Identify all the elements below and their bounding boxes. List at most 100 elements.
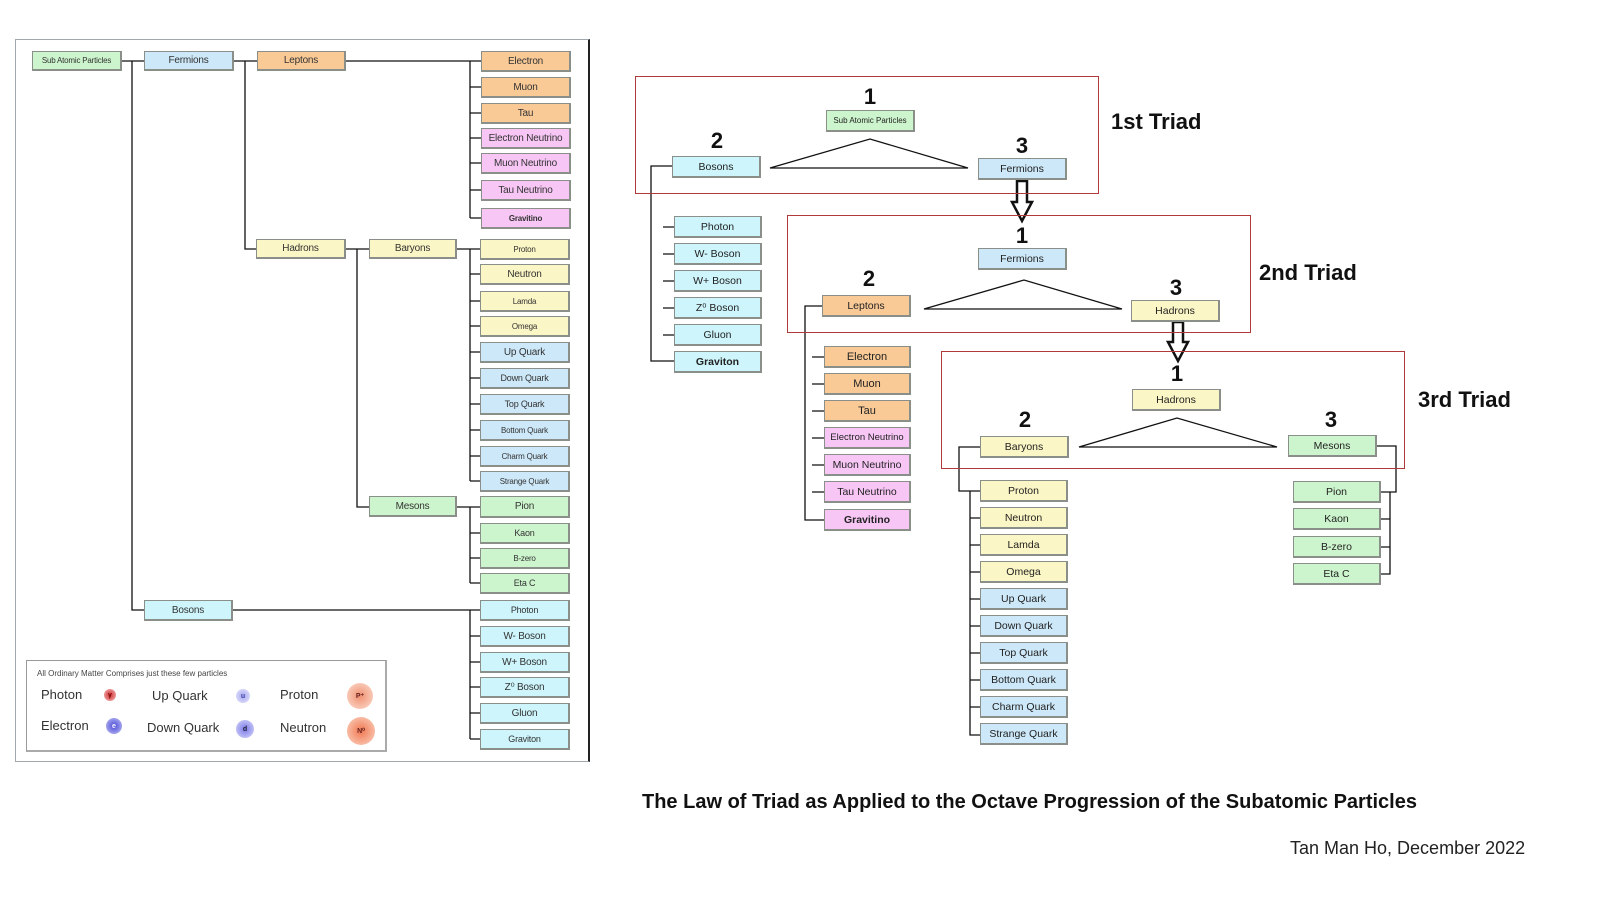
lepton-child: Gravitino [824,509,911,531]
lepton-child: Tau [824,400,911,422]
lepton-child: Electron Neutrino [824,427,911,449]
lepton-child: Tau Neutrino [824,481,911,503]
node-sub-atomic-particles: Sub Atomic Particles [32,51,122,71]
meson-item: Kaon [480,523,570,544]
caption-author: Tan Man Ho, December 2022 [1290,838,1526,858]
lepton-child: Muon Neutrino [824,454,911,476]
meson-child: Eta C [1293,563,1381,585]
node-leptons: Leptons [257,51,346,71]
baryon-item: Top Quark [480,394,570,415]
meson-item: Pion [480,496,570,518]
node-mesons: Mesons [369,496,457,517]
node-baryons: Baryons [369,239,457,259]
baryon-item: Proton [480,239,570,260]
boson-child: W+ Boson [674,270,762,292]
boson-child: Graviton [674,351,762,373]
legend-label-down-quark: Down Quark [147,720,220,735]
legend-label-neutron: Neutron [280,720,327,735]
boson-item: W+ Boson [480,652,570,673]
triad-3-left-node: Baryons [980,436,1069,458]
baryon-child: Lamda [980,534,1068,556]
legend-label-proton: Proton [280,687,319,702]
baryon-item: Strange Quark [480,471,570,492]
lepton-item: Tau [481,103,571,124]
lepton-child: Muon [824,373,911,395]
triad-2-number-3: 3 [1169,275,1183,300]
triad-1-number-3: 3 [1015,133,1029,158]
node-bosons: Bosons [144,600,233,621]
legend-label-photon: Photon [41,687,83,702]
boson-child: Z⁰ Boson [674,297,762,319]
baryon-item: Down Quark [480,368,570,389]
boson-item: Photon [480,600,570,621]
triad-2-number-2: 2 [862,266,876,291]
triad-3-number-1: 1 [1170,361,1184,386]
baryon-child: Top Quark [980,642,1068,664]
boson-item: Z⁰ Boson [480,677,570,698]
boson-child: Photon [674,216,762,238]
triad-3-number-2: 2 [1018,407,1032,432]
baryon-child: Up Quark [980,588,1068,610]
baryon-child: Strange Quark [980,723,1068,745]
lepton-item: Muon [481,77,571,98]
lepton-item: Gravitino [481,208,571,229]
lepton-child: Electron [824,346,911,368]
lepton-item: Electron Neutrino [481,128,571,149]
meson-item: B-zero [480,548,570,569]
legend-box: All Ordinary Matter Comprises just these… [26,660,387,752]
down-quark-icon: d [236,720,254,738]
triad-3-box [941,351,1405,469]
baryon-child: Down Quark [980,615,1068,637]
triad-1-number-1: 1 [863,84,877,109]
baryon-item: Neutron [480,264,570,285]
triad-3-right-node: Mesons [1288,435,1377,457]
baryon-child: Neutron [980,507,1068,529]
triad-1-right-node: Fermions [978,158,1067,180]
legend-label-electron: Electron [41,718,89,733]
lepton-item: Muon Neutrino [481,153,571,174]
lepton-item: Tau Neutrino [481,180,571,201]
triad-2-left-node: Leptons [822,295,911,317]
proton-icon: P⁺ [347,683,373,709]
boson-child: Gluon [674,324,762,346]
triad-1-label: 1st Triad [1111,109,1202,134]
boson-item: W- Boson [480,626,570,647]
baryon-item: Omega [480,316,570,337]
up-quark-icon: u [236,689,250,703]
electron-icon: e [106,718,122,734]
legend-label-up-quark: Up Quark [152,688,208,703]
boson-item: Graviton [480,729,570,750]
triad-1-number-2: 2 [710,128,724,153]
lepton-item: Electron [481,51,571,72]
node-hadrons: Hadrons [256,239,346,259]
left-diagram-frame [15,39,590,762]
triad-1-apex-node: Sub Atomic Particles [826,110,915,132]
triad-2-number-1: 1 [1015,223,1029,248]
baryon-item: Charm Quark [480,446,570,467]
baryon-child: Proton [980,480,1068,502]
neutron-icon: N⁰ [347,717,375,745]
triad-3-number-3: 3 [1324,407,1338,432]
meson-child: B-zero [1293,536,1381,558]
boson-item: Gluon [480,703,570,724]
triad-2-apex-node: Fermions [978,248,1067,270]
triad-2-right-node: Hadrons [1131,300,1220,322]
triad-2-label: 2nd Triad [1259,260,1357,285]
triad-3-label: 3rd Triad [1418,387,1511,412]
baryon-item: Bottom Quark [480,420,570,441]
legend-title: All Ordinary Matter Comprises just these… [37,669,228,678]
baryon-item: Up Quark [480,342,570,363]
caption-title: The Law of Triad as Applied to the Octav… [642,791,1417,813]
triad-1-left-node: Bosons [672,156,761,178]
meson-item: Eta C [480,573,570,594]
meson-child: Pion [1293,481,1381,503]
triad-3-apex-node: Hadrons [1132,389,1221,411]
baryon-child: Omega [980,561,1068,583]
node-fermions: Fermions [144,51,234,71]
meson-child: Kaon [1293,508,1381,530]
baryon-child: Bottom Quark [980,669,1068,691]
baryon-item: Lamda [480,291,570,312]
triad-1-box [635,76,1099,194]
boson-child: W- Boson [674,243,762,265]
baryon-child: Charm Quark [980,696,1068,718]
